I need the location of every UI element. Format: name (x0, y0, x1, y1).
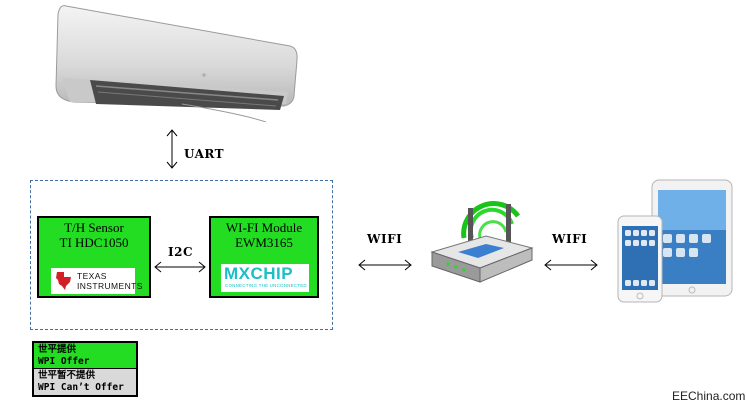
sensor-model: TI HDC1050 (59, 235, 129, 250)
wifi-module-title: WI-FI Module (225, 220, 303, 235)
texas-state-icon (56, 272, 71, 290)
tablet-and-phone-image (617, 179, 733, 303)
wifi-label-left: WIFI (367, 232, 403, 246)
legend: 世平提供 WPI Offer 世平暂不提供 WPI Can’t Offer (32, 341, 138, 397)
ti-logo-text-2: INSTRUMENTS (77, 281, 143, 291)
legend-offer: 世平提供 WPI Offer (34, 343, 136, 369)
wifi-module: WI-FI Module EWM3165 MXCHIP CONNECTING T… (209, 216, 319, 298)
legend-offer-en: WPI Offer (38, 356, 90, 367)
legend-cant-offer: 世平暂不提供 WPI Can’t Offer (34, 369, 136, 395)
legend-offer-cn: 世平提供 (38, 344, 77, 355)
mxchip-logo-word: MXCHIP (224, 264, 294, 283)
texas-instruments-logo: TEXAS INSTRUMENTS (51, 268, 142, 294)
wifi-router-icon (430, 201, 534, 283)
system-boundary (30, 180, 333, 330)
mxchip-logo: MXCHIP CONNECTING THE UNCONNECTED (221, 264, 309, 292)
legend-cant-en: WPI Can’t Offer (38, 382, 124, 393)
i2c-arrow (154, 261, 206, 273)
mxchip-logo-tagline: CONNECTING THE UNCONNECTED (225, 283, 307, 288)
wifi-arrow-left (358, 259, 412, 271)
wifi-arrow-right (544, 259, 598, 271)
ti-logo-text-1: TEXAS (77, 271, 107, 281)
wifi-module-model: EWM3165 (235, 235, 293, 250)
sensor-module: T/H Sensor TI HDC1050 TEXAS INSTRUMENTS (37, 216, 151, 298)
i2c-label: I2C (168, 245, 194, 259)
uart-arrow (166, 129, 178, 169)
sensor-title: T/H Sensor (64, 220, 124, 235)
legend-cant-cn: 世平暂不提供 (38, 370, 96, 381)
air-conditioner-image (55, 5, 298, 122)
watermark: EEChina.com (672, 389, 746, 403)
wifi-label-right: WIFI (552, 232, 588, 246)
uart-label: UART (184, 147, 225, 161)
